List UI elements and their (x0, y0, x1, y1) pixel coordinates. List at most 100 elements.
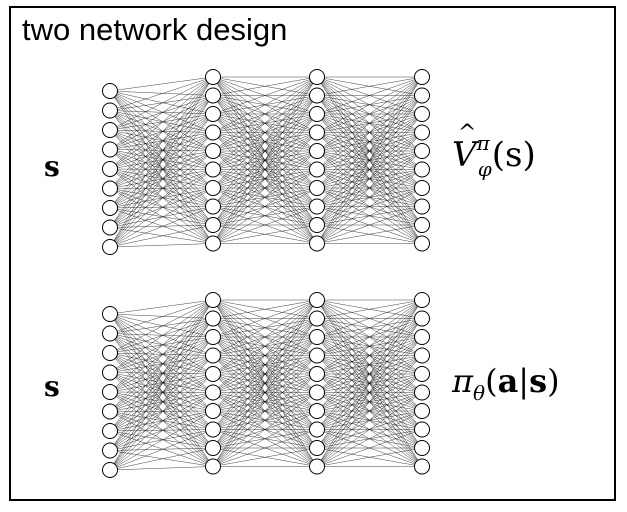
value-network-connection (109, 95, 214, 111)
value-network-connection (109, 243, 214, 248)
value-network-layer4-neuron (414, 217, 430, 233)
value-network-connection (109, 110, 214, 170)
value-network-connection (109, 76, 214, 209)
value-network-layer2-neuron (205, 235, 221, 252)
value-network-connection (109, 206, 214, 248)
value-network-connection (109, 207, 214, 226)
value-network-layer1-neuron (102, 239, 118, 255)
policy-network-connection (109, 352, 214, 375)
value-network-connection (109, 95, 214, 248)
policy-network-connection (109, 355, 214, 432)
value-network-connection (212, 150, 318, 244)
policy-network-connection (109, 336, 214, 393)
policy-network-connections (109, 299, 423, 471)
policy-network-layer2-neuron (205, 366, 221, 382)
policy-network-connection (316, 447, 423, 467)
value-network-connection (109, 227, 214, 244)
policy-network-layer2-neuron (205, 310, 221, 327)
policy-network-connection (316, 299, 423, 338)
value-network-connection (316, 76, 423, 170)
policy-network-connection (109, 411, 214, 430)
value-network-connection (109, 169, 214, 228)
value-network-connection (109, 149, 214, 244)
policy-network-connection (109, 430, 214, 449)
policy-network-connection (109, 336, 214, 432)
policy-network-connection (109, 336, 214, 471)
value-network-connection (109, 224, 214, 228)
policy-network-layer3-neuron (309, 329, 325, 345)
policy-network-layer2-neuron (205, 458, 221, 475)
value-network-layer2-neuron (205, 161, 221, 178)
value-network-connection (212, 76, 318, 189)
policy-network-connection (212, 299, 318, 356)
policy-network-layer2-neuron (205, 292, 221, 308)
policy-network-connection (109, 333, 214, 356)
value-network-connection (212, 76, 318, 207)
policy-network-connection (109, 313, 214, 467)
policy-network-connection (109, 333, 214, 430)
policy-network-connection (212, 299, 318, 449)
policy-network-connection (109, 373, 214, 432)
policy-network-connection (316, 429, 423, 467)
value-network-connection (212, 187, 318, 244)
policy-network-connection (212, 429, 318, 467)
value-network-connection (109, 76, 214, 131)
value-network-connection (109, 129, 214, 189)
policy-network-layer4-neuron (414, 329, 430, 345)
policy-network-connection (109, 447, 214, 471)
policy-network-connection (109, 392, 214, 451)
value-network-layer2-neuron (205, 106, 221, 122)
policy-network-connection (109, 299, 214, 373)
policy-network-connection (109, 313, 214, 356)
value-network-connection (109, 110, 214, 152)
value-network-layer2-neuron (205, 180, 221, 196)
policy-network-connection (316, 299, 423, 356)
value-network-layer1-neuron (102, 102, 118, 119)
policy-network-connection (316, 299, 423, 375)
value-network-connection (109, 132, 214, 228)
value-network-connection (109, 90, 214, 170)
diagram-title: two network design (22, 12, 288, 47)
policy-network-connection (109, 318, 214, 471)
value-network-connection (109, 76, 214, 189)
value-network-layer2-neuron (205, 69, 221, 85)
policy-network-connection (316, 299, 423, 467)
policy-network-layer1-neuron (102, 306, 118, 322)
value-network-connection (109, 95, 214, 131)
policy-network-connection (109, 429, 214, 451)
policy-network-connection (109, 299, 214, 334)
policy-network-layer1-neuron (102, 325, 118, 342)
value-network-connection (109, 76, 214, 228)
policy-network-connection (109, 318, 214, 432)
policy-network-connection (109, 333, 214, 412)
policy-network-connection (212, 299, 318, 338)
value-network-connection (109, 150, 214, 189)
value-network-connection (109, 187, 214, 189)
value-network-connection (109, 76, 214, 150)
policy-network-connection (212, 299, 318, 375)
policy-network-connection (212, 299, 318, 319)
policy-network-connection (212, 336, 318, 467)
policy-network-connection (109, 333, 214, 338)
value-network-connection (109, 90, 214, 152)
policy-network-connection (109, 313, 214, 319)
policy-network-layer2-neuron (205, 347, 221, 364)
policy-network-connection (212, 299, 318, 393)
policy-network-connection (109, 336, 214, 354)
value-network-layer4-neuron (414, 87, 430, 104)
policy-network-connection (109, 391, 214, 412)
policy-network-connection (109, 352, 214, 467)
policy-network-connection (109, 318, 214, 393)
value-network-connection (212, 169, 318, 244)
policy-network-connection (109, 429, 214, 471)
value-network-connection (109, 149, 214, 152)
policy-network-connection (109, 410, 214, 432)
value-network-connection (109, 110, 214, 115)
value-network-connection (109, 150, 214, 248)
policy-network-layer1-neuron (102, 462, 118, 478)
value-network-connection (316, 76, 423, 96)
value-network-connection (316, 150, 423, 244)
policy-network-layer4-neuron (414, 440, 430, 456)
value-network-connection (109, 113, 214, 170)
policy-network-layer2-neuron (205, 403, 221, 419)
